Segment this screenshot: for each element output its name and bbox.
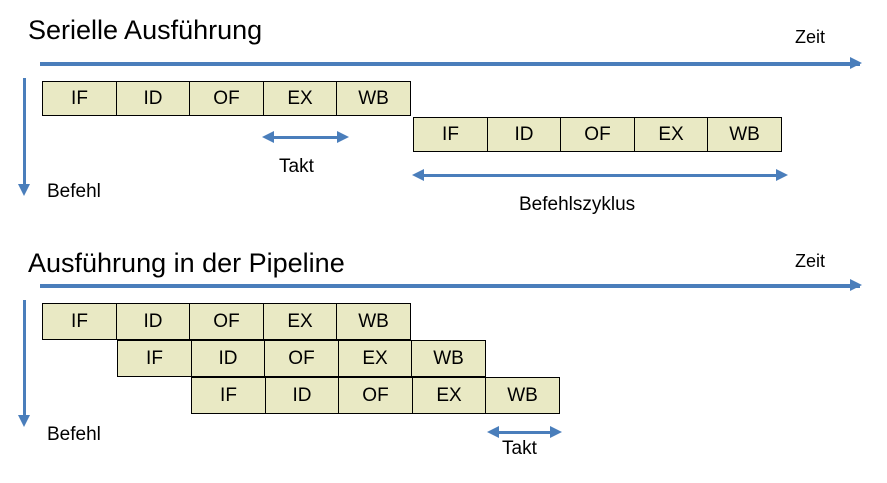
title-underline-serial: [40, 63, 860, 66]
stage-row: IF ID OF EX WB: [413, 117, 782, 152]
stage-cell: IF: [42, 81, 117, 116]
stage-cell: WB: [707, 117, 782, 152]
befehlszyklus-label: Befehlszyklus: [519, 194, 636, 215]
section-title-pipeline: Ausführung in der Pipeline: [28, 248, 345, 278]
stage-cell: ID: [115, 303, 191, 340]
section-title-serial: Serielle Ausführung: [28, 15, 263, 45]
stage-cell: WB: [336, 303, 411, 340]
stage-cell: WB: [336, 81, 411, 116]
stage-cell: OF: [189, 303, 264, 340]
time-axis-label-serial: Zeit: [795, 27, 826, 47]
stage-cell: EX: [337, 340, 413, 377]
time-axis-arrow-icon-pipeline: [850, 279, 862, 291]
takt-arrow-left-icon-serial: [262, 131, 274, 143]
takt-measure-line-serial: [270, 136, 342, 139]
stage-cell: ID: [486, 117, 562, 152]
stage-cell: OF: [189, 81, 264, 116]
befehlszyklus-arrow-left-icon: [412, 169, 424, 181]
befehlszyklus-measure-line: [421, 174, 781, 177]
instruction-axis-line-serial: [23, 78, 26, 186]
stage-row: IF ID OF EX WB: [42, 81, 411, 116]
stage-row: IF ID OF EX WB: [117, 340, 486, 377]
stage-row: IF ID OF EX WB: [42, 303, 411, 340]
time-axis-line-pipeline: [40, 284, 852, 287]
stage-cell: EX: [262, 303, 338, 340]
stage-cell: IF: [42, 303, 117, 340]
time-axis-label-pipeline: Zeit: [795, 251, 826, 271]
takt-measure-line-pipeline: [496, 431, 554, 434]
takt-label-pipeline: Takt: [502, 438, 537, 459]
stage-cell: ID: [115, 81, 191, 116]
instruction-axis-label-pipeline: Befehl: [47, 424, 101, 445]
befehlszyklus-arrow-right-icon: [776, 169, 788, 181]
stage-cell: WB: [485, 377, 560, 414]
stage-cell: OF: [560, 117, 635, 152]
time-axis-arrow-icon-serial: [850, 57, 862, 69]
instruction-axis-arrow-icon-serial: [18, 184, 30, 196]
stage-cell: ID: [190, 340, 266, 377]
stage-cell: IF: [117, 340, 192, 377]
takt-arrow-right-icon-pipeline: [550, 426, 562, 438]
stage-cell: OF: [264, 340, 339, 377]
takt-arrow-right-icon-serial: [337, 131, 349, 143]
stage-row: IF ID OF EX WB: [191, 377, 560, 414]
instruction-axis-line-pipeline: [23, 300, 26, 417]
stage-cell: ID: [264, 377, 340, 414]
time-axis-line-serial: [40, 62, 852, 65]
instruction-axis-arrow-icon-pipeline: [18, 415, 30, 427]
stage-cell: EX: [262, 81, 338, 116]
stage-cell: EX: [411, 377, 487, 414]
takt-label-serial: Takt: [279, 156, 314, 177]
stage-cell: EX: [633, 117, 709, 152]
stage-cell: OF: [338, 377, 413, 414]
stage-cell: IF: [191, 377, 266, 414]
takt-arrow-left-icon-pipeline: [487, 426, 499, 438]
stage-cell: IF: [413, 117, 488, 152]
title-underline-pipeline: [40, 285, 860, 288]
stage-cell: WB: [411, 340, 486, 377]
instruction-axis-label-serial: Befehl: [47, 181, 101, 202]
